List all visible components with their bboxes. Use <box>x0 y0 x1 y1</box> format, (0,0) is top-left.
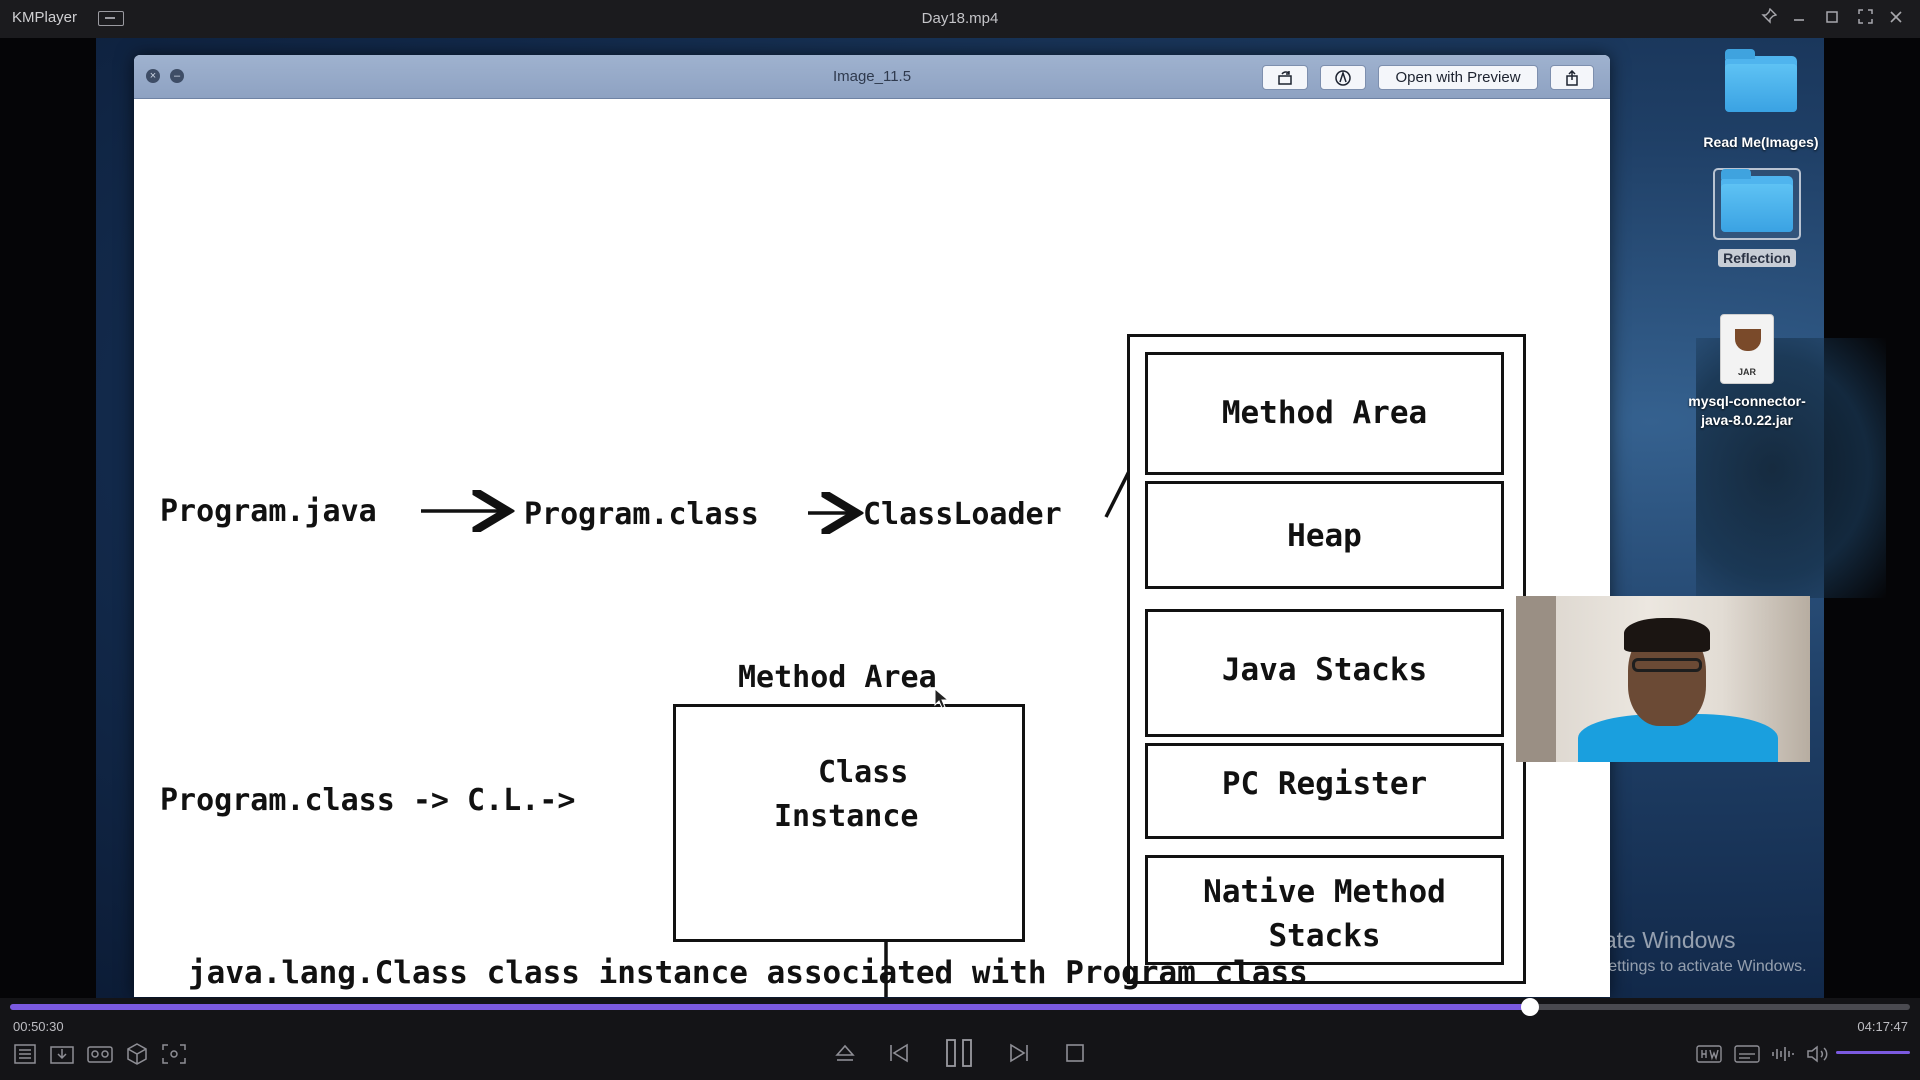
stop-icon[interactable] <box>1065 1043 1085 1068</box>
class-instance-line2: Instance <box>774 799 919 834</box>
pc-register-title: PC Register <box>1221 766 1428 802</box>
title-bar[interactable]: KMPlayer Day18.mp4 <box>0 0 1920 38</box>
preview-title-bar: × – Image_11.5 Open with Preview <box>134 55 1610 99</box>
close-icon[interactable] <box>1885 8 1907 30</box>
watermark-title: Activate Windows <box>1554 927 1736 953</box>
maximize-icon[interactable] <box>1821 8 1843 30</box>
preview-close-icon[interactable]: × <box>146 69 160 83</box>
readme-folder-label: Read Me(Images) <box>1703 134 1819 150</box>
jar-file-label: mysql-connector- java-8.0.22.jar <box>1682 392 1812 430</box>
hardware-decode-icon[interactable] <box>1696 1045 1722 1068</box>
activate-windows-watermark: Activate Windows Go to Settings to activ… <box>1554 927 1807 976</box>
jar-file-icon: JAR <box>1720 314 1774 384</box>
jar-label-line2: java-8.0.22.jar <box>1701 412 1793 428</box>
eject-icon[interactable] <box>834 1042 856 1069</box>
diagram-caption: java.lang.Class class instance associate… <box>188 955 1308 991</box>
video-frame[interactable]: × – Image_11.5 Open with Preview <box>0 38 1920 998</box>
java-stacks-box: Java Stacks <box>1145 609 1504 737</box>
pin-icon[interactable] <box>1758 7 1780 30</box>
desktop-folder-reflection[interactable]: Reflection <box>1692 168 1822 267</box>
jar-badge: JAR <box>1737 367 1756 377</box>
seek-progress <box>10 1004 1530 1010</box>
java-stacks-title: Java Stacks <box>1221 652 1428 688</box>
mouse-cursor-icon <box>934 688 950 709</box>
seek-bar[interactable] <box>10 998 1910 1016</box>
fullscreen-icon[interactable] <box>1854 8 1876 30</box>
heap-box: Heap <box>1145 481 1504 589</box>
reflection-folder-label: Reflection <box>1718 249 1796 267</box>
jvm-diagram-image: Program.java Program.class ClassLoader M… <box>138 99 1606 997</box>
3d-cube-icon[interactable] <box>126 1043 148 1070</box>
method-area-title: Method Area <box>1221 395 1428 431</box>
class-instance-line1: Class <box>818 755 909 790</box>
preview-minimize-icon[interactable]: – <box>170 69 184 83</box>
display-mode-icon[interactable] <box>98 11 124 26</box>
markup-button[interactable] <box>1320 65 1366 90</box>
file-title: Day18.mp4 <box>921 10 999 27</box>
app-name: KMPlayer <box>12 9 78 26</box>
download-icon[interactable] <box>50 1044 74 1069</box>
subtitle-icon[interactable] <box>1734 1045 1760 1068</box>
volume-icon[interactable] <box>1806 1044 1830 1069</box>
selection-frame <box>1713 168 1801 240</box>
capture-icon[interactable] <box>162 1044 186 1069</box>
preview-title: Image_11.5 <box>832 68 912 85</box>
watermark-subtitle: Go to Settings to activate Windows. <box>1554 958 1807 975</box>
classloader-label: ClassLoader <box>863 497 1062 532</box>
native-method-stacks-box: Native Method Stacks <box>1145 855 1504 965</box>
vr-icon[interactable] <box>87 1044 113 1069</box>
rotate-button[interactable] <box>1262 65 1308 90</box>
heap-title: Heap <box>1287 518 1362 554</box>
method-area-lower-box <box>673 704 1025 942</box>
playlist-icon[interactable] <box>14 1044 36 1069</box>
audio-equalizer-icon[interactable] <box>1771 1045 1795 1068</box>
current-time: 00:50:30 <box>13 1019 64 1034</box>
pc-register-box: PC Register <box>1145 743 1504 839</box>
program-java-label: Program.java <box>160 494 377 529</box>
method-area-lower-label: Method Area <box>738 660 937 695</box>
minimize-icon[interactable] <box>1788 8 1810 30</box>
program-class-cl-label: Program.class -> C.L.-> <box>160 783 576 818</box>
seek-handle[interactable] <box>1521 998 1539 1016</box>
pause-button[interactable] <box>944 1038 974 1073</box>
share-button[interactable] <box>1550 65 1594 90</box>
volume-slider[interactable] <box>1836 1051 1910 1054</box>
previous-icon[interactable] <box>888 1042 910 1069</box>
jar-label-line1: mysql-connector- <box>1688 393 1806 409</box>
desktop-folder-readme[interactable]: Read Me(Images) <box>1696 49 1826 150</box>
presenter-glasses <box>1632 658 1702 672</box>
open-with-preview-button[interactable]: Open with Preview <box>1378 65 1538 90</box>
preview-window: × – Image_11.5 Open with Preview <box>134 55 1610 997</box>
playback-controls: 00:50:30 04:17:47 <box>0 998 1920 1080</box>
total-time: 04:17:47 <box>1857 1019 1908 1034</box>
folder-icon <box>1725 49 1797 112</box>
folder-icon <box>1721 169 1793 232</box>
native-method-line1: Native Method <box>1203 874 1446 910</box>
program-class-label: Program.class <box>524 497 759 532</box>
desktop-file-mysql-jar[interactable]: JAR mysql-connector- java-8.0.22.jar <box>1682 314 1812 430</box>
native-method-line2: Stacks <box>1268 918 1381 954</box>
webcam-overlay <box>1516 596 1810 762</box>
method-area-box: Method Area <box>1145 352 1504 475</box>
next-icon[interactable] <box>1008 1042 1030 1069</box>
